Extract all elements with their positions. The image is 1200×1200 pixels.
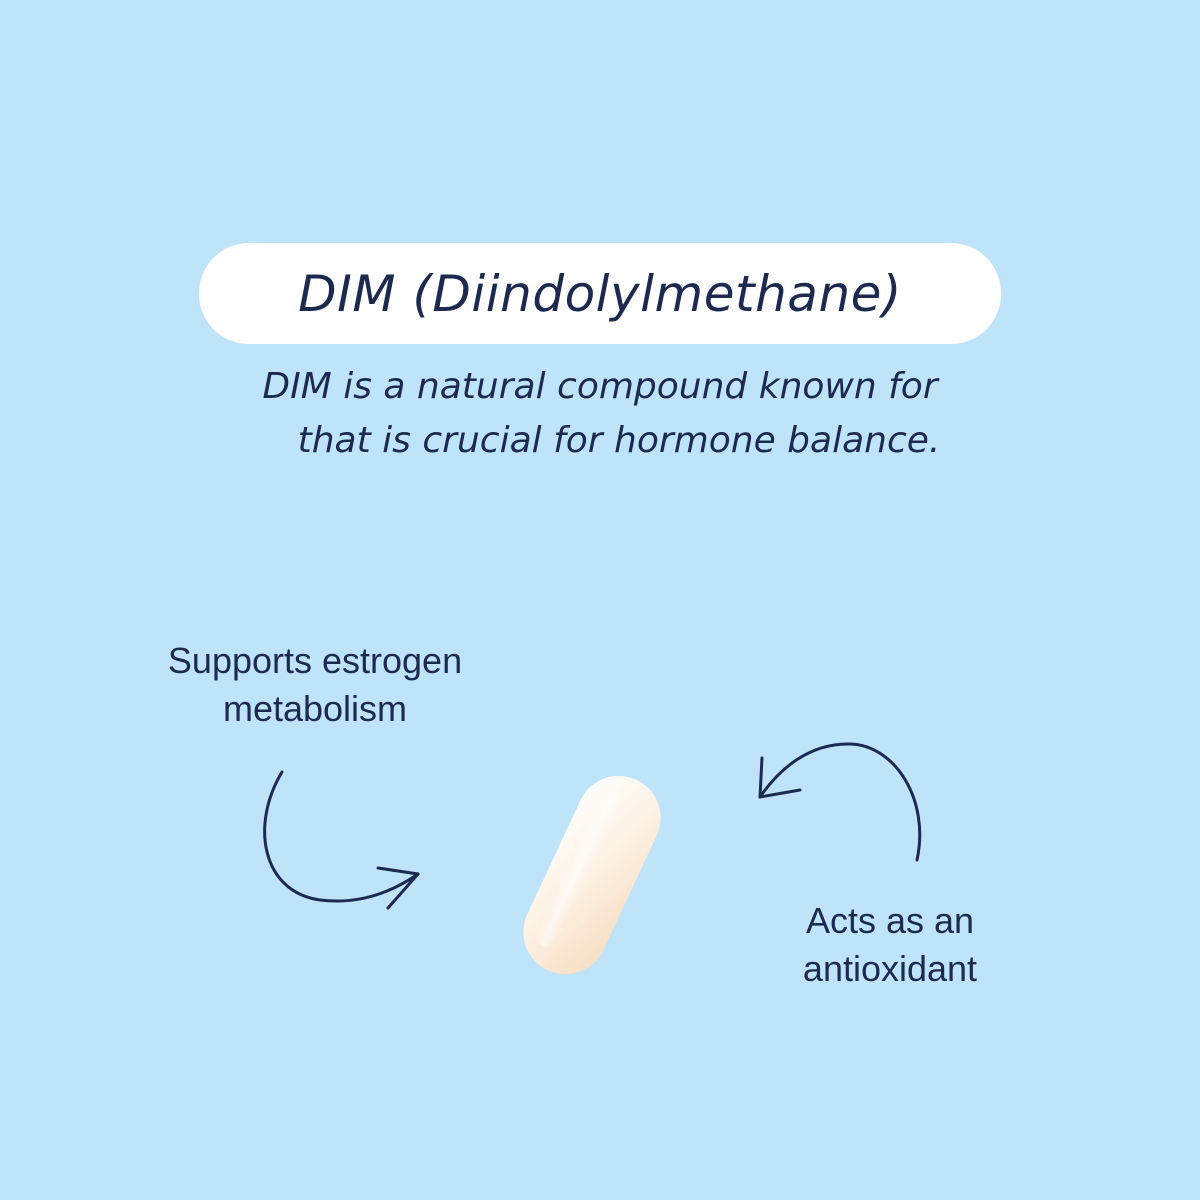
title-pill: DIM (Diindolylmethane) <box>199 243 1001 344</box>
benefit-callout-right: Acts as an antioxidant <box>770 897 1010 993</box>
benefit-right-line-2: antioxidant <box>802 948 978 989</box>
curved-arrow-right-icon <box>758 742 922 862</box>
description-line-1: DIM is a natural compound known for <box>262 366 938 407</box>
benefit-left-line-2: metabolism <box>222 688 408 729</box>
curved-arrow-left-icon <box>263 770 420 910</box>
description: DIM is a natural compound known for that… <box>150 360 1050 468</box>
capsule-icon <box>523 775 661 975</box>
page-title: DIM (Diindolylmethane) <box>298 264 902 323</box>
benefit-callout-left: Supports estrogen metabolism <box>135 637 495 733</box>
description-line-2: that is crucial for hormone balance. <box>297 420 941 461</box>
benefit-left-line-1: Supports estrogen <box>167 640 463 681</box>
benefit-right-line-1: Acts as an <box>805 900 975 941</box>
